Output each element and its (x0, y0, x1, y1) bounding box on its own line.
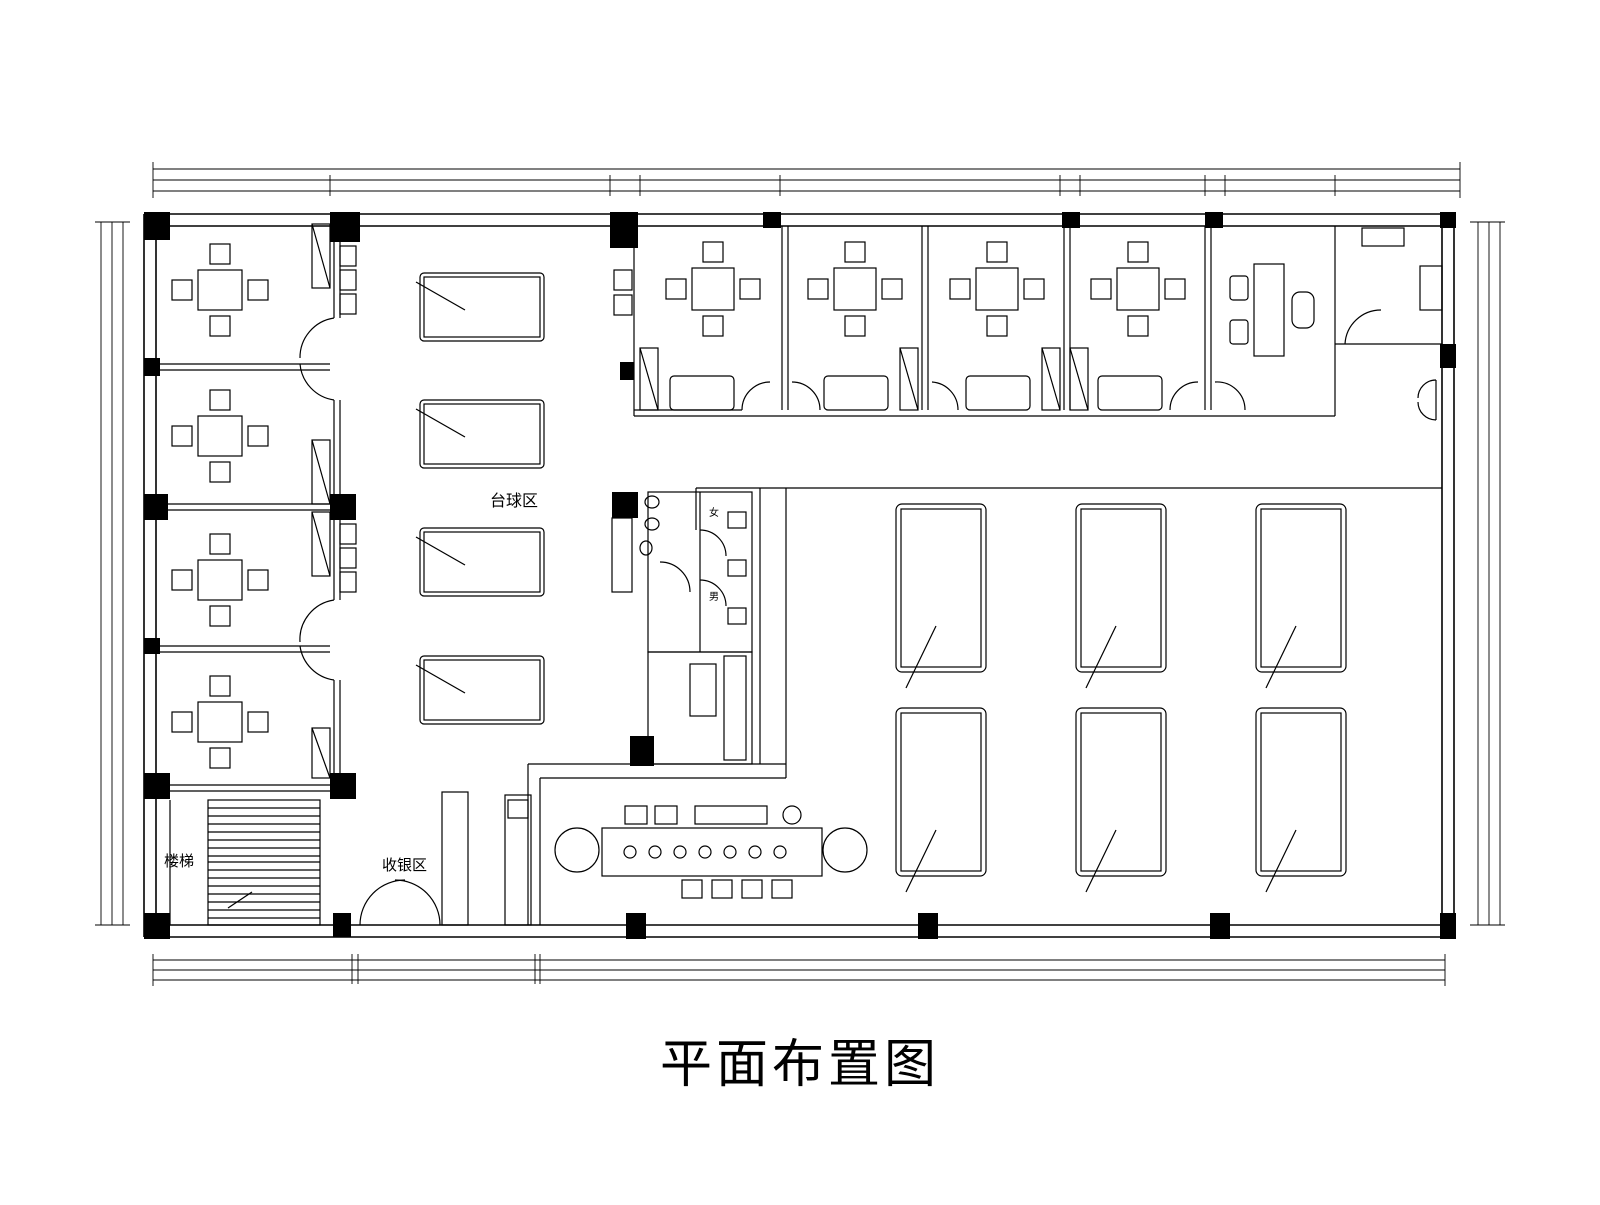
right-entrance (1417, 379, 1437, 421)
male-wc-label: 男 (709, 591, 719, 603)
dimension-lines-top (152, 162, 1461, 198)
pool-tables (895, 503, 1347, 893)
cashier-label: 收银区 (382, 856, 427, 874)
service-block (527, 487, 1442, 925)
snooker-tables (415, 272, 545, 725)
dimension-lines-sides (95, 221, 1505, 926)
billiard-zone-label: 台球区 (490, 491, 538, 510)
stairs (169, 799, 321, 926)
drawing-title: 平面布置图 (659, 1035, 940, 1095)
dimension-lines-bottom (152, 954, 1446, 986)
top-rooms (613, 226, 1443, 417)
private-rooms-left (156, 223, 357, 792)
structural-columns (144, 212, 1456, 939)
bar-area (359, 791, 868, 926)
stairs-label: 楼梯 (164, 852, 194, 870)
female-wc-label: 女 (709, 506, 719, 519)
